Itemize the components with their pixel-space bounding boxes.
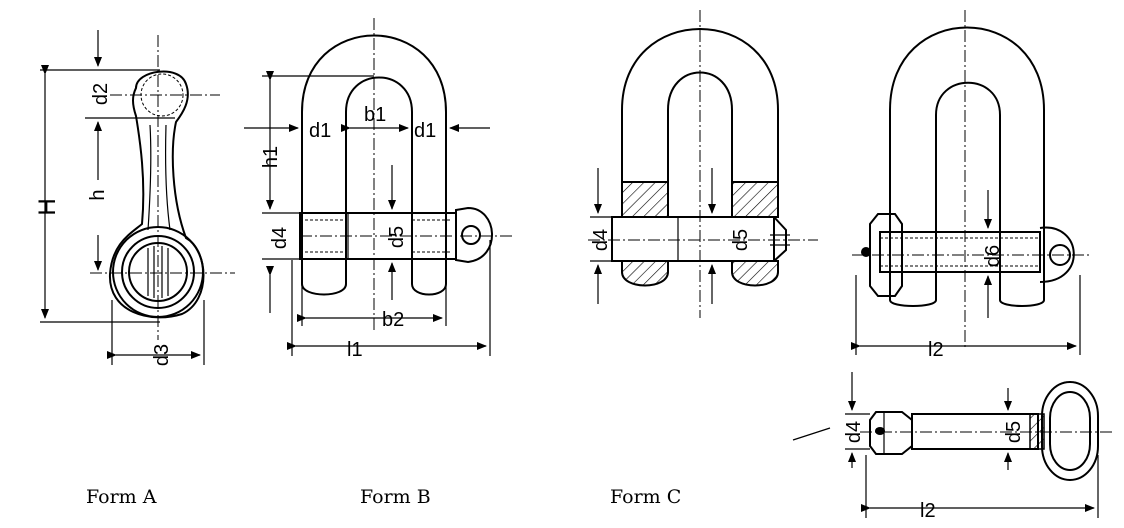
form-b-dimensions xyxy=(244,71,491,356)
form-d-label-l2-top: l2 xyxy=(928,339,944,361)
form-c-centerlines xyxy=(588,10,818,318)
bolt-thread-hatch xyxy=(1029,413,1045,450)
form-c-body xyxy=(611,28,790,287)
form-d-dimensions xyxy=(851,190,1081,355)
form-c-hatched-section-right xyxy=(731,181,779,218)
bolt-detail-dimensions xyxy=(845,372,1099,518)
form-a-label-H: H xyxy=(34,198,61,215)
form-b-drawing: h1 d1 b1 d1 d4 d5 b2 l1 Form B xyxy=(244,18,512,508)
form-a-caption: Form A xyxy=(86,486,157,508)
form-d-body xyxy=(861,26,1075,307)
form-b-label-l1: l1 xyxy=(347,339,363,361)
form-b-body xyxy=(299,34,493,296)
form-b-label-d1-right: d1 xyxy=(414,120,436,142)
bolt-detail-label-d5: d5 xyxy=(1003,421,1025,443)
form-c-dimensions xyxy=(590,168,716,304)
form-a-label-d3: d3 xyxy=(151,344,173,366)
form-b-caption: Form B xyxy=(360,486,431,508)
form-c-drawing: d4 d5 Form C xyxy=(588,10,818,508)
form-d-centerlines xyxy=(852,10,1090,348)
form-a-drawing: H h d2 d3 Form A xyxy=(34,30,235,508)
form-b-label-d1-left: d1 xyxy=(309,120,331,142)
form-c-caption: Form C xyxy=(610,486,681,508)
form-c-label-d5: d5 xyxy=(730,229,752,251)
form-d-label-d6: d6 xyxy=(982,245,1004,267)
form-b-centerlines xyxy=(300,18,512,330)
form-a-label-d2: d2 xyxy=(90,83,112,105)
bolt-detail-label-l2: l2 xyxy=(920,500,936,522)
form-b-label-d4: d4 xyxy=(269,227,291,249)
form-b-label-d5: d5 xyxy=(386,226,408,248)
form-b-label-h1: h1 xyxy=(260,146,282,168)
form-b-label-b2: b2 xyxy=(382,309,404,331)
bolt-detail-label-d4: d4 xyxy=(843,421,865,443)
form-a-dimensions xyxy=(40,30,205,365)
form-a-label-h: h xyxy=(87,189,109,200)
bolt-detail-drawing: d4 d5 l2 xyxy=(792,372,1112,522)
form-b-label-b1: b1 xyxy=(364,104,386,126)
form-a-centerlines xyxy=(90,35,235,340)
form-c-label-d4: d4 xyxy=(590,229,612,251)
form-c-hatched-section-left xyxy=(621,181,669,218)
form-d-drawing: d6 l2 xyxy=(851,10,1090,361)
form-a-body xyxy=(108,70,205,319)
bolt-detail-body xyxy=(792,381,1099,481)
